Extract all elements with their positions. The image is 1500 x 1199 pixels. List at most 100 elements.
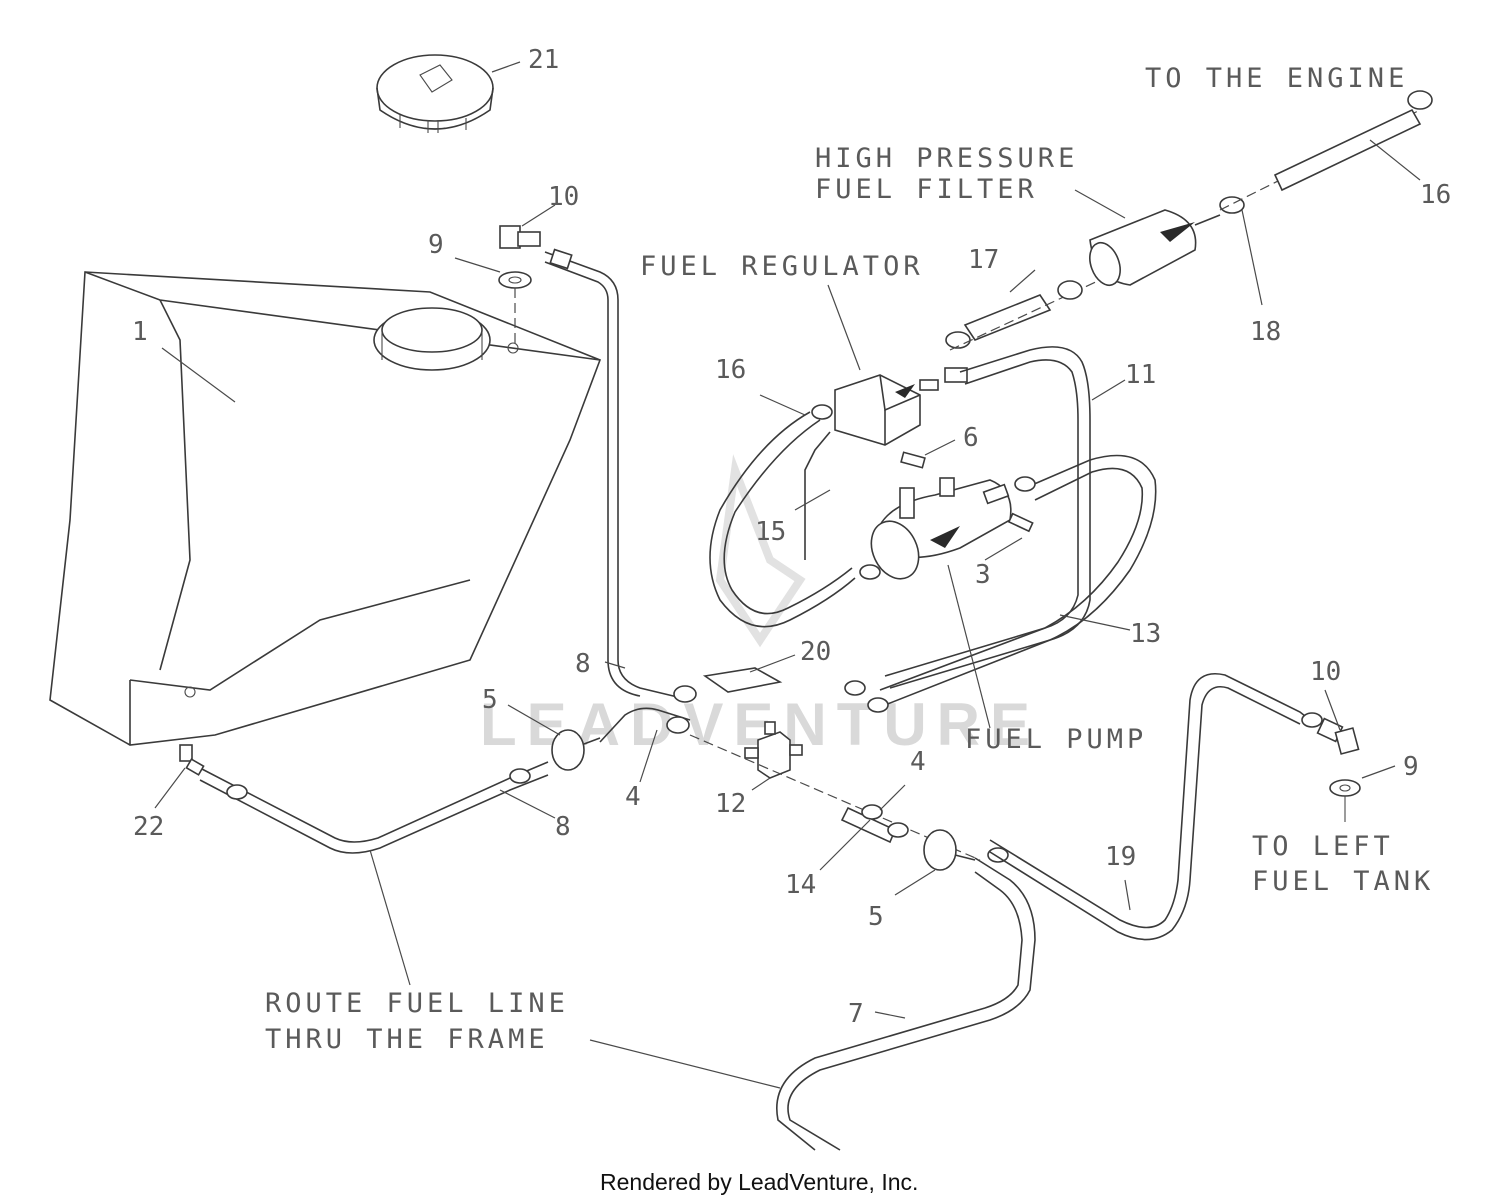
supply-hose-8-outer[interactable]	[199, 774, 549, 854]
leader-6	[924, 439, 956, 456]
regulator-hose-16-inner	[723, 419, 853, 615]
vent-elbow-fitting-top[interactable]	[499, 225, 541, 249]
leader-18	[1241, 209, 1263, 306]
leader-15	[794, 489, 831, 511]
callout-10-top: 10	[548, 182, 579, 212]
callout-4-left: 4	[625, 782, 641, 812]
callout-15: 15	[755, 517, 786, 547]
note-to-the-engine: TO THE ENGINE	[1145, 63, 1408, 94]
pump-hose-13-outer[interactable]	[884, 454, 1157, 706]
note-left-tank-line2: FUEL TANK	[1252, 866, 1434, 897]
grommet-top[interactable]	[498, 271, 532, 289]
tee-fitting[interactable]	[744, 721, 803, 779]
hose-clamp-17[interactable]	[1057, 280, 1083, 300]
fuel-pump[interactable]	[862, 476, 1036, 586]
fuel-tank[interactable]	[49, 271, 602, 746]
leader-route-tank-side	[369, 849, 411, 986]
callout-10-right: 10	[1310, 657, 1341, 687]
mounting-screw-regulator[interactable]	[900, 451, 926, 469]
leader-fuel-pump	[947, 564, 991, 729]
callout-16-regulator: 16	[715, 355, 746, 385]
vent-hose-inner	[544, 261, 641, 697]
return-hose-11-outer[interactable]	[889, 346, 1091, 689]
hose-clamp-vent-top[interactable]	[549, 248, 573, 270]
leader-7	[874, 1011, 906, 1019]
hose-clamp-4[interactable]	[666, 716, 690, 734]
leader-14	[819, 819, 871, 871]
regulator-hose-16-outer[interactable]	[709, 411, 856, 628]
callout-9-right: 9	[1403, 752, 1419, 782]
hose-clamp-tee-b[interactable]	[867, 697, 889, 713]
fuel-line-to-engine[interactable]	[1273, 90, 1433, 192]
hose-clamp-8-filter[interactable]	[509, 768, 531, 784]
leader-9-top	[454, 257, 501, 273]
hose-clamp-16[interactable]	[811, 404, 833, 420]
hose-clamp-8-tee[interactable]	[673, 685, 697, 703]
leader-route-frame-side	[589, 1039, 781, 1089]
callout-16-engine: 16	[1420, 180, 1451, 210]
fuel-line-4[interactable]	[599, 707, 691, 743]
grommet-right[interactable]	[1329, 779, 1361, 797]
callout-6: 6	[963, 423, 979, 453]
fuel-line-15[interactable]	[804, 431, 831, 560]
fuel-line-17[interactable]	[945, 294, 1052, 349]
callout-20: 20	[800, 637, 831, 667]
note-route-line1: ROUTE FUEL LINE	[265, 988, 569, 1019]
leader-8-top	[604, 661, 626, 669]
leader-16-regulator	[759, 394, 806, 416]
vent-hose[interactable]	[544, 251, 691, 701]
leader-hp-filter	[1074, 189, 1126, 219]
note-route-line2: THRU THE FRAME	[265, 1024, 549, 1055]
fuel-line-14[interactable]	[840, 804, 909, 844]
leader-4a	[639, 729, 658, 783]
leader-11	[1091, 379, 1126, 401]
note-hp-filter-line2: FUEL FILTER	[815, 174, 1038, 205]
hose-clamp-19[interactable]	[1301, 712, 1323, 728]
fuel-line-19-outer[interactable]	[989, 673, 1311, 929]
supply-hose-8-inner	[199, 761, 549, 843]
tank-outlet-fitting[interactable]	[179, 744, 205, 776]
fuel-line-7-inner	[776, 871, 1023, 1151]
inline-filter-left[interactable]	[551, 729, 601, 771]
note-left-tank-line1: TO LEFT	[1252, 831, 1394, 862]
fuel-line-19-inner	[989, 686, 1301, 941]
return-hose-11-inner	[884, 359, 1079, 677]
note-hp-filter-line1: HIGH PRESSURE	[815, 143, 1078, 174]
callout-17: 17	[968, 245, 999, 275]
decal-plate[interactable]	[702, 667, 783, 693]
leader-5b	[894, 869, 936, 896]
leader-1	[161, 347, 236, 403]
leader-4b	[879, 784, 906, 811]
leader-16-engine	[1369, 139, 1421, 181]
hose-clamp-8-tank[interactable]	[226, 784, 248, 800]
callout-13: 13	[1130, 619, 1161, 649]
leader-22	[154, 767, 186, 809]
note-fuel-regulator: FUEL REGULATOR	[640, 251, 924, 282]
callout-8-top: 8	[575, 649, 591, 679]
note-fuel-pump: FUEL PUMP	[965, 724, 1147, 755]
high-pressure-fuel-filter[interactable]	[1084, 209, 1221, 289]
hose-clamp-7[interactable]	[987, 847, 1009, 863]
vent-elbow-fitting-right[interactable]	[1316, 717, 1360, 755]
fuel-line-7-outer[interactable]	[787, 857, 1036, 1151]
fuel-regulator[interactable]	[834, 367, 968, 446]
callout-7: 7	[848, 999, 864, 1029]
leader-13	[1059, 614, 1131, 631]
inline-filter-right[interactable]	[923, 829, 976, 871]
callout-8-bottom: 8	[555, 812, 571, 842]
leader-20	[749, 654, 796, 673]
leader-regulator	[827, 284, 861, 371]
callout-5-left: 5	[482, 685, 498, 715]
leader-17	[1009, 269, 1036, 293]
hose-clamp-pump-inlet[interactable]	[859, 564, 881, 580]
callout-12: 12	[715, 789, 746, 819]
mounting-screw-pump[interactable]	[1007, 512, 1034, 533]
leader-5a	[507, 704, 561, 736]
callout-5-right: 5	[868, 902, 884, 932]
callout-9-top: 9	[428, 230, 444, 260]
callout-14: 14	[785, 870, 816, 900]
leader-3	[984, 537, 1023, 561]
fuel-cap[interactable]	[376, 54, 494, 133]
hose-clamp-tee-a[interactable]	[844, 680, 866, 696]
